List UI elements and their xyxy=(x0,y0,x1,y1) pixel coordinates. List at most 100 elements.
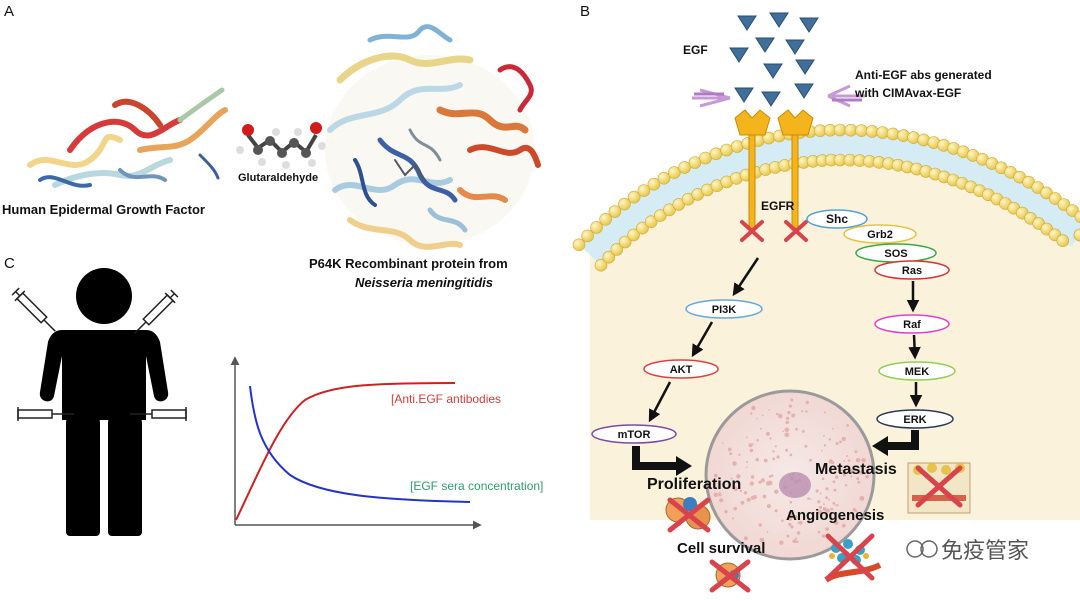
nucleus-texture-dot xyxy=(828,459,833,464)
nucleus-texture-dot xyxy=(825,496,829,500)
membrane-head xyxy=(897,129,910,142)
nucleus-texture-dot xyxy=(784,427,790,433)
membrane-head xyxy=(663,203,676,217)
nucleus-texture-dot xyxy=(781,519,784,522)
nucleus-texture-dot xyxy=(839,440,842,444)
nucleus-texture-dot xyxy=(805,410,808,413)
egfr-label: EGFR xyxy=(761,199,795,213)
nucleus-texture-dot xyxy=(787,516,793,521)
svg-text:mTOR: mTOR xyxy=(618,429,651,441)
angiogenesis-vessel-icon xyxy=(824,533,882,583)
nucleus-texture-dot xyxy=(798,520,803,525)
nucleus-texture-dot xyxy=(788,404,792,408)
membrane-head xyxy=(865,125,879,138)
nucleus-texture-dot xyxy=(756,439,759,442)
svg-text:Shc: Shc xyxy=(826,212,848,226)
nucleus-texture-dot xyxy=(729,452,733,456)
membrane-head xyxy=(618,235,632,249)
nucleus-texture-dot xyxy=(809,458,812,462)
nucleus-texture-dot xyxy=(788,510,793,516)
node-akt: AKT xyxy=(643,359,719,379)
nucleus-texture-dot xyxy=(774,445,777,448)
egf-protein-ribbon xyxy=(27,87,228,188)
membrane-head xyxy=(667,166,681,179)
svg-text:AKT: AKT xyxy=(670,364,693,376)
nucleus-texture-dot xyxy=(795,427,798,431)
cell-survival-label: Cell survival xyxy=(677,540,765,557)
nucleus-texture-dot xyxy=(779,540,784,545)
svg-text:Grb2: Grb2 xyxy=(867,229,893,241)
nucleus-texture-dot xyxy=(822,507,827,512)
p64k-label-line1: P64K Recombinant protein from xyxy=(309,256,508,271)
nucleus-texture-dot xyxy=(854,509,858,513)
panel-a: A Human Epidermal Growth Factor Glutaral… xyxy=(2,3,541,290)
p64k-label-line2: Neisseria meningitidis xyxy=(355,275,493,290)
syringe-upper-left xyxy=(11,287,56,332)
nucleus-texture-dot xyxy=(795,540,799,543)
nucleus-texture-dot xyxy=(832,480,836,484)
nucleus-texture-dot xyxy=(769,437,772,440)
nucleus-texture-dot xyxy=(850,475,853,478)
egf-sera-concentration-curve xyxy=(249,385,471,503)
membrane-head xyxy=(720,143,733,157)
angiogenesis-label: Angiogenesis xyxy=(786,507,884,524)
nucleus-texture-dot xyxy=(855,457,861,463)
nucleus-texture-dot xyxy=(792,539,796,543)
receptor-inhibition-x-left xyxy=(740,220,764,242)
receptor-inhibition-x-right xyxy=(784,220,808,242)
membrane-head xyxy=(636,221,649,235)
watermark: 免疫管家 xyxy=(906,539,1029,564)
nucleus-texture-dot xyxy=(760,478,766,483)
proliferation-cells-icon xyxy=(665,497,711,533)
nucleus-texture-dot xyxy=(767,480,773,486)
nucleus-texture-dot xyxy=(760,427,762,430)
nucleus-texture-dot xyxy=(817,530,821,534)
glutaraldehyde-label: Glutaraldehyde xyxy=(238,172,318,184)
nucleus-texture-dot xyxy=(756,417,758,420)
nucleus-texture-dot xyxy=(845,484,848,487)
syringe-upper-right xyxy=(134,289,179,334)
egf-ligands xyxy=(729,12,819,107)
nucleus-texture-dot xyxy=(821,449,823,452)
nucleus-texture-dot xyxy=(832,502,836,505)
nucleus-texture-dot xyxy=(721,442,724,445)
anti-egf-antibodies-curve xyxy=(235,382,456,521)
egf-ligand-label: EGF xyxy=(683,43,708,57)
nucleus-texture-dot xyxy=(817,500,821,504)
nucleus-texture-dot xyxy=(789,453,793,457)
nucleus-texture-dot xyxy=(766,531,769,533)
nucleus-texture-dot xyxy=(782,430,784,433)
nucleus-texture-dot xyxy=(740,500,745,505)
nucleus-texture-dot xyxy=(854,450,858,454)
nucleus-texture-dot xyxy=(719,498,724,503)
membrane-head xyxy=(657,171,671,185)
nucleus-texture-dot xyxy=(749,481,754,486)
nucleus-texture-dot xyxy=(768,475,772,478)
proliferation-arrow xyxy=(632,446,692,476)
nucleus-texture-dot xyxy=(823,435,825,437)
nucleus-texture-dot xyxy=(825,487,829,491)
nucleus-texture-dot xyxy=(718,493,722,497)
node-erk: ERK xyxy=(876,409,954,429)
membrane-head xyxy=(678,161,691,174)
panel-c-letter: C xyxy=(4,255,15,272)
nucleus-texture-dot xyxy=(784,432,790,438)
nucleus-texture-dot xyxy=(713,492,719,497)
nucleus-texture-dot xyxy=(727,447,732,452)
nucleus-texture-dot xyxy=(809,498,812,500)
svg-text:PI3K: PI3K xyxy=(712,304,737,316)
nucleus-texture-dot xyxy=(859,496,865,501)
nucleus-texture-dot xyxy=(774,489,779,494)
panel-b: B EGF xyxy=(572,3,1080,593)
nucleus-texture-dot xyxy=(713,473,718,478)
nucleus-texture-dot xyxy=(746,466,748,469)
nucleus-texture-dot xyxy=(748,443,753,448)
graph-axes xyxy=(230,356,482,530)
panel-b-letter: B xyxy=(580,3,590,20)
nucleus-texture-dot xyxy=(828,438,832,441)
nucleus-texture-dot xyxy=(794,516,798,519)
membrane-head xyxy=(1066,204,1079,217)
nucleus-texture-dot xyxy=(790,525,794,529)
nucleus-texture-dot xyxy=(865,475,869,479)
membrane-head xyxy=(594,258,608,272)
